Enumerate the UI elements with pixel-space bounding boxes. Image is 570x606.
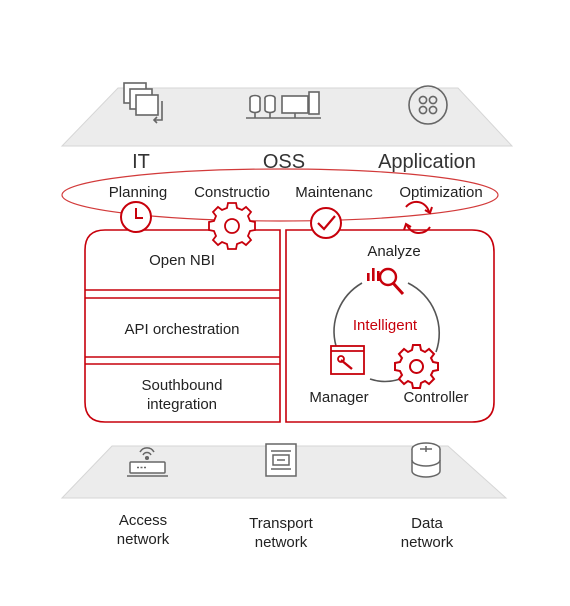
loop-arc-bottom bbox=[369, 378, 401, 383]
right-group-frame bbox=[285, 229, 495, 423]
loop-arc-left bbox=[333, 282, 363, 347]
gear-icon bbox=[208, 202, 256, 250]
it-label: IT bbox=[132, 151, 150, 173]
loop-arc-right bbox=[407, 282, 441, 353]
transport-network-line2: network bbox=[254, 534, 308, 551]
oss-label: OSS bbox=[262, 151, 306, 173]
phase-planning: Planning bbox=[108, 184, 168, 201]
open-nbi-label: Open NBI bbox=[149, 252, 215, 269]
access-network-line2: network bbox=[116, 531, 170, 548]
left-group-frame bbox=[84, 229, 281, 423]
api-orchestration-label: API orchestration bbox=[124, 321, 240, 338]
check-circle-icon bbox=[310, 207, 342, 239]
southbound-label-line2: integration bbox=[146, 396, 218, 413]
server-network-icon bbox=[246, 91, 321, 119]
phase-optimization: Optimization bbox=[399, 184, 483, 201]
analyze-icon bbox=[367, 267, 405, 296]
intelligent-label: Intelligent bbox=[352, 317, 418, 334]
analyze-label: Analyze bbox=[367, 243, 421, 260]
app-grid-icon bbox=[408, 85, 448, 125]
manager-label: Manager bbox=[309, 389, 369, 406]
transport-network-line1: Transport bbox=[249, 515, 313, 532]
top-platform bbox=[60, 87, 514, 147]
lifecycle-ring bbox=[61, 168, 499, 222]
application-label: Application bbox=[378, 151, 476, 173]
manager-icon bbox=[330, 345, 365, 375]
data-network-line2: network bbox=[400, 534, 454, 551]
controller-gear-icon bbox=[394, 344, 439, 389]
cycle-arrows-icon bbox=[403, 200, 433, 234]
phase-construction: Constructio bbox=[194, 184, 270, 201]
controller-label: Controller bbox=[403, 389, 469, 406]
windows-stack-icon bbox=[123, 82, 163, 124]
transport-device-icon bbox=[265, 443, 297, 477]
phase-maintenance: Maintenanc bbox=[295, 184, 373, 201]
southbound-label-line1: Southbound bbox=[141, 377, 223, 394]
data-center-router-icon bbox=[411, 442, 441, 478]
access-router-icon bbox=[127, 447, 168, 477]
clock-icon bbox=[120, 201, 152, 233]
data-network-line1: Data bbox=[411, 515, 443, 532]
access-network-line1: Access bbox=[118, 512, 168, 529]
